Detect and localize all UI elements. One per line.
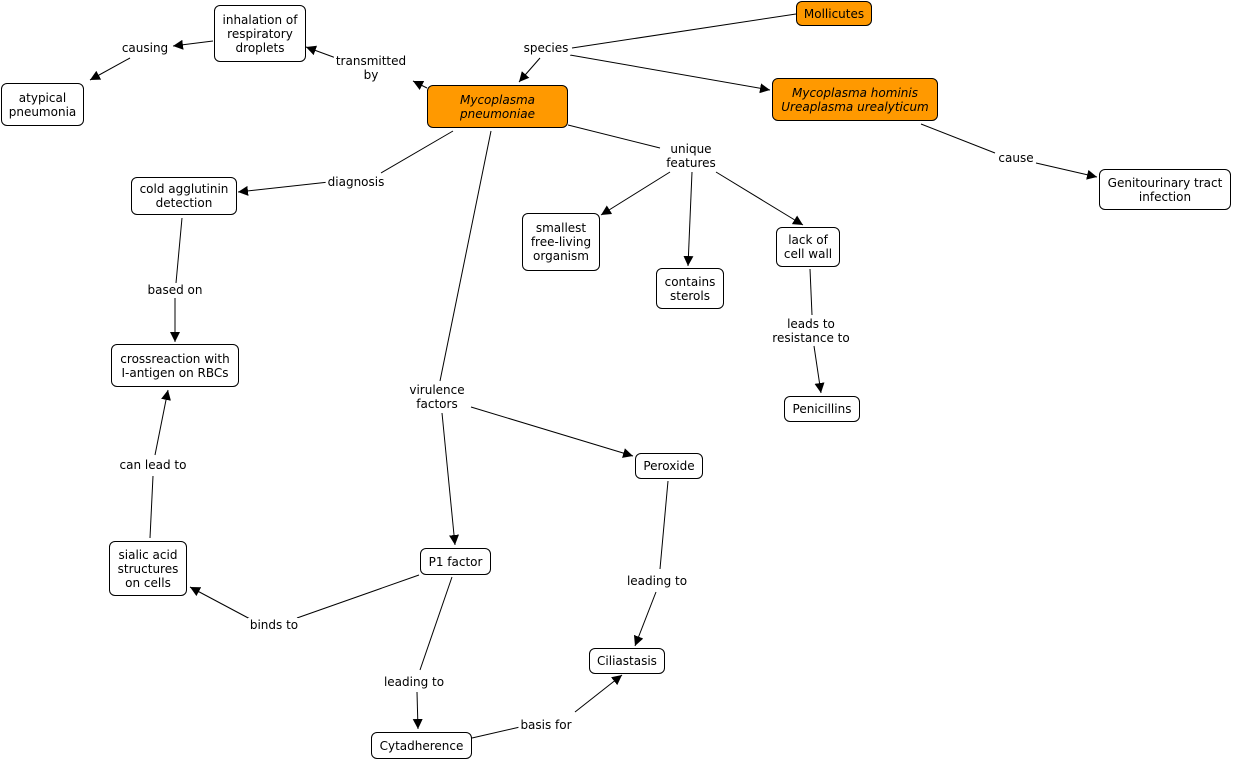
node-cytadherence[interactable]: Cytadherence xyxy=(371,732,472,759)
node-genitourinary[interactable]: Genitourinary tract infection xyxy=(1099,169,1231,210)
edge-virulence-p1 xyxy=(441,412,459,546)
link-label-causing: causing xyxy=(119,41,171,55)
node-p1-factor[interactable]: P1 factor xyxy=(420,548,491,575)
link-label-leading-to-peroxide: leading to xyxy=(624,574,690,588)
edge-pneumoniae-diagnosis xyxy=(380,130,454,174)
link-label-binds-to: binds to xyxy=(247,618,301,632)
edge-unique-smallest xyxy=(600,171,671,216)
link-label-can-lead-to: can lead to xyxy=(117,458,189,472)
edge-canlead-crossreaction xyxy=(154,389,171,456)
link-label-species: species xyxy=(521,41,571,55)
node-sialic-acid[interactable]: sialic acid structures on cells xyxy=(109,541,187,596)
edge-transmitted-inhalation xyxy=(305,45,337,59)
link-label-based-on: based on xyxy=(145,283,205,297)
edge-diagnosis-cold xyxy=(237,181,330,196)
edge-p1-leading xyxy=(419,576,453,671)
edge-pneumoniae-virulence xyxy=(439,130,492,382)
edge-basis-ciliastasis xyxy=(574,674,623,713)
link-label-leads-to-resistance: leads to resistance to xyxy=(770,317,852,345)
node-mycoplasma-hominis[interactable]: Mycoplasma hominis Ureaplasma urealyticu… xyxy=(772,78,938,121)
edge-species-hominis xyxy=(569,54,771,94)
node-lack-cell-wall[interactable]: lack of cell wall xyxy=(776,227,840,267)
edge-hominis-cause xyxy=(920,123,996,154)
node-cold-agglutinin[interactable]: cold agglutinin detection xyxy=(131,177,237,215)
node-crossreaction[interactable]: crossreaction with I-antigen on RBCs xyxy=(111,344,239,387)
node-penicillins[interactable]: Penicillins xyxy=(784,396,860,422)
node-mollicutes[interactable]: Mollicutes xyxy=(796,1,872,26)
edge-inhalation-causing xyxy=(172,39,214,50)
edge-p1-binds xyxy=(296,574,420,619)
link-label-cause: cause xyxy=(996,151,1036,165)
edge-cold-based xyxy=(175,217,183,284)
edge-mollicutes-species xyxy=(571,13,797,49)
edge-unique-sterols xyxy=(683,171,694,267)
edge-causing-atypical xyxy=(89,57,131,81)
edge-leads-penicillins xyxy=(813,345,825,394)
link-label-basis-for: basis for xyxy=(518,718,574,732)
link-label-diagnosis: diagnosis xyxy=(325,175,387,189)
edge-binds-sialic xyxy=(189,586,253,621)
edge-peroxide-leading xyxy=(659,480,669,570)
link-label-leading-to-p1: leading to xyxy=(381,675,447,689)
edge-sialic-canlead xyxy=(149,475,154,539)
edge-pneumoniae-transmitted xyxy=(412,80,428,90)
node-peroxide[interactable]: Peroxide xyxy=(635,453,703,479)
node-ciliastasis[interactable]: Ciliastasis xyxy=(589,648,665,674)
edge-cellwall-leads xyxy=(809,268,813,316)
edge-leading-cytadherence xyxy=(412,691,423,730)
node-mycoplasma-pneumoniae[interactable]: Mycoplasma pneumoniae xyxy=(427,85,568,128)
link-label-virulence-factors: virulence factors xyxy=(407,383,467,411)
link-label-transmitted-by: transmitted by xyxy=(333,54,409,82)
edge-cause-genito xyxy=(1035,162,1098,180)
link-label-unique-features: unique features xyxy=(664,142,718,170)
edge-unique-cellwall xyxy=(715,171,804,226)
edge-virulence-peroxide xyxy=(470,406,634,458)
edge-leading-ciliastasis xyxy=(633,591,657,647)
node-smallest-organism[interactable]: smallest free-living organism xyxy=(522,213,600,271)
edge-cytadherence-basis xyxy=(471,726,521,739)
node-contains-sterols[interactable]: contains sterols xyxy=(656,268,724,309)
node-atypical-pneumonia[interactable]: atypical pneumonia xyxy=(1,83,84,126)
edge-pneumoniae-unique xyxy=(567,124,661,149)
edge-species-pneumoniae xyxy=(518,57,541,83)
node-inhalation[interactable]: inhalation of respiratory droplets xyxy=(214,5,306,62)
